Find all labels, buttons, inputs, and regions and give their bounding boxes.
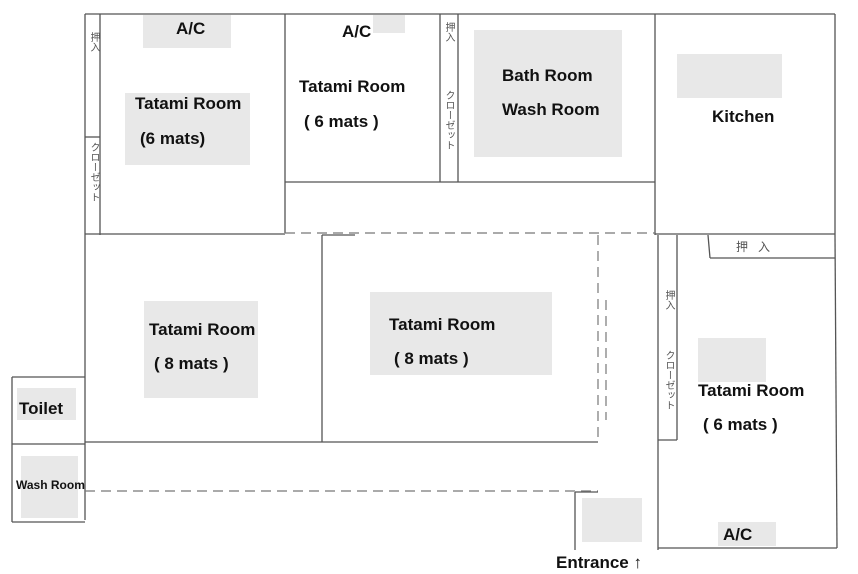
room-name: Wash Room	[502, 100, 600, 119]
room-name: Tatami Room	[389, 315, 496, 334]
room-name: Bath Room	[502, 66, 593, 85]
room-name: Tatami Room	[299, 77, 406, 96]
label-pad	[718, 522, 776, 546]
ac-label: A/C	[342, 22, 372, 41]
room-size: ( 6 mats )	[703, 415, 778, 434]
room-size: ( 8 mats )	[154, 354, 229, 373]
label-pad	[677, 54, 782, 98]
label-pad	[144, 301, 258, 398]
room-name: Tatami Room	[135, 94, 242, 113]
label-pad	[474, 30, 622, 157]
label-pad	[125, 93, 250, 165]
closet-label: クローゼット	[88, 142, 99, 202]
wall	[707, 234, 711, 259]
room-name: Tatami Room	[149, 320, 256, 339]
entrance-text: Entrance	[556, 553, 629, 572]
room-size: (6 mats)	[140, 129, 206, 148]
closet-label: 押入	[88, 32, 99, 52]
label-pad	[582, 498, 642, 542]
entrance-label: Entrance ↑	[556, 553, 642, 573]
up-arrow-icon: ↑	[633, 553, 642, 572]
room-name: Kitchen	[712, 107, 775, 126]
room-name: Toilet	[19, 399, 64, 418]
label-pad	[143, 15, 231, 48]
label-pad	[698, 338, 766, 382]
ac-label: A/C	[176, 19, 206, 38]
room-size: ( 8 mats )	[394, 349, 469, 368]
ac-label: A/C	[723, 525, 753, 544]
room-size: ( 6 mats )	[304, 112, 379, 131]
room-name: Wash Room	[16, 478, 85, 492]
closet-label: 押入	[663, 290, 674, 310]
closet-label: 押入	[736, 240, 781, 254]
label-pad	[17, 388, 76, 420]
room-name: Tatami Room	[698, 381, 805, 400]
label-pad	[373, 15, 405, 33]
wall	[834, 234, 838, 549]
closet-label: クローゼット	[663, 350, 674, 410]
label-pad	[370, 292, 552, 375]
closet-label: クローゼット	[443, 90, 454, 150]
closet-label: 押入	[443, 22, 454, 42]
label-pad	[21, 456, 78, 518]
